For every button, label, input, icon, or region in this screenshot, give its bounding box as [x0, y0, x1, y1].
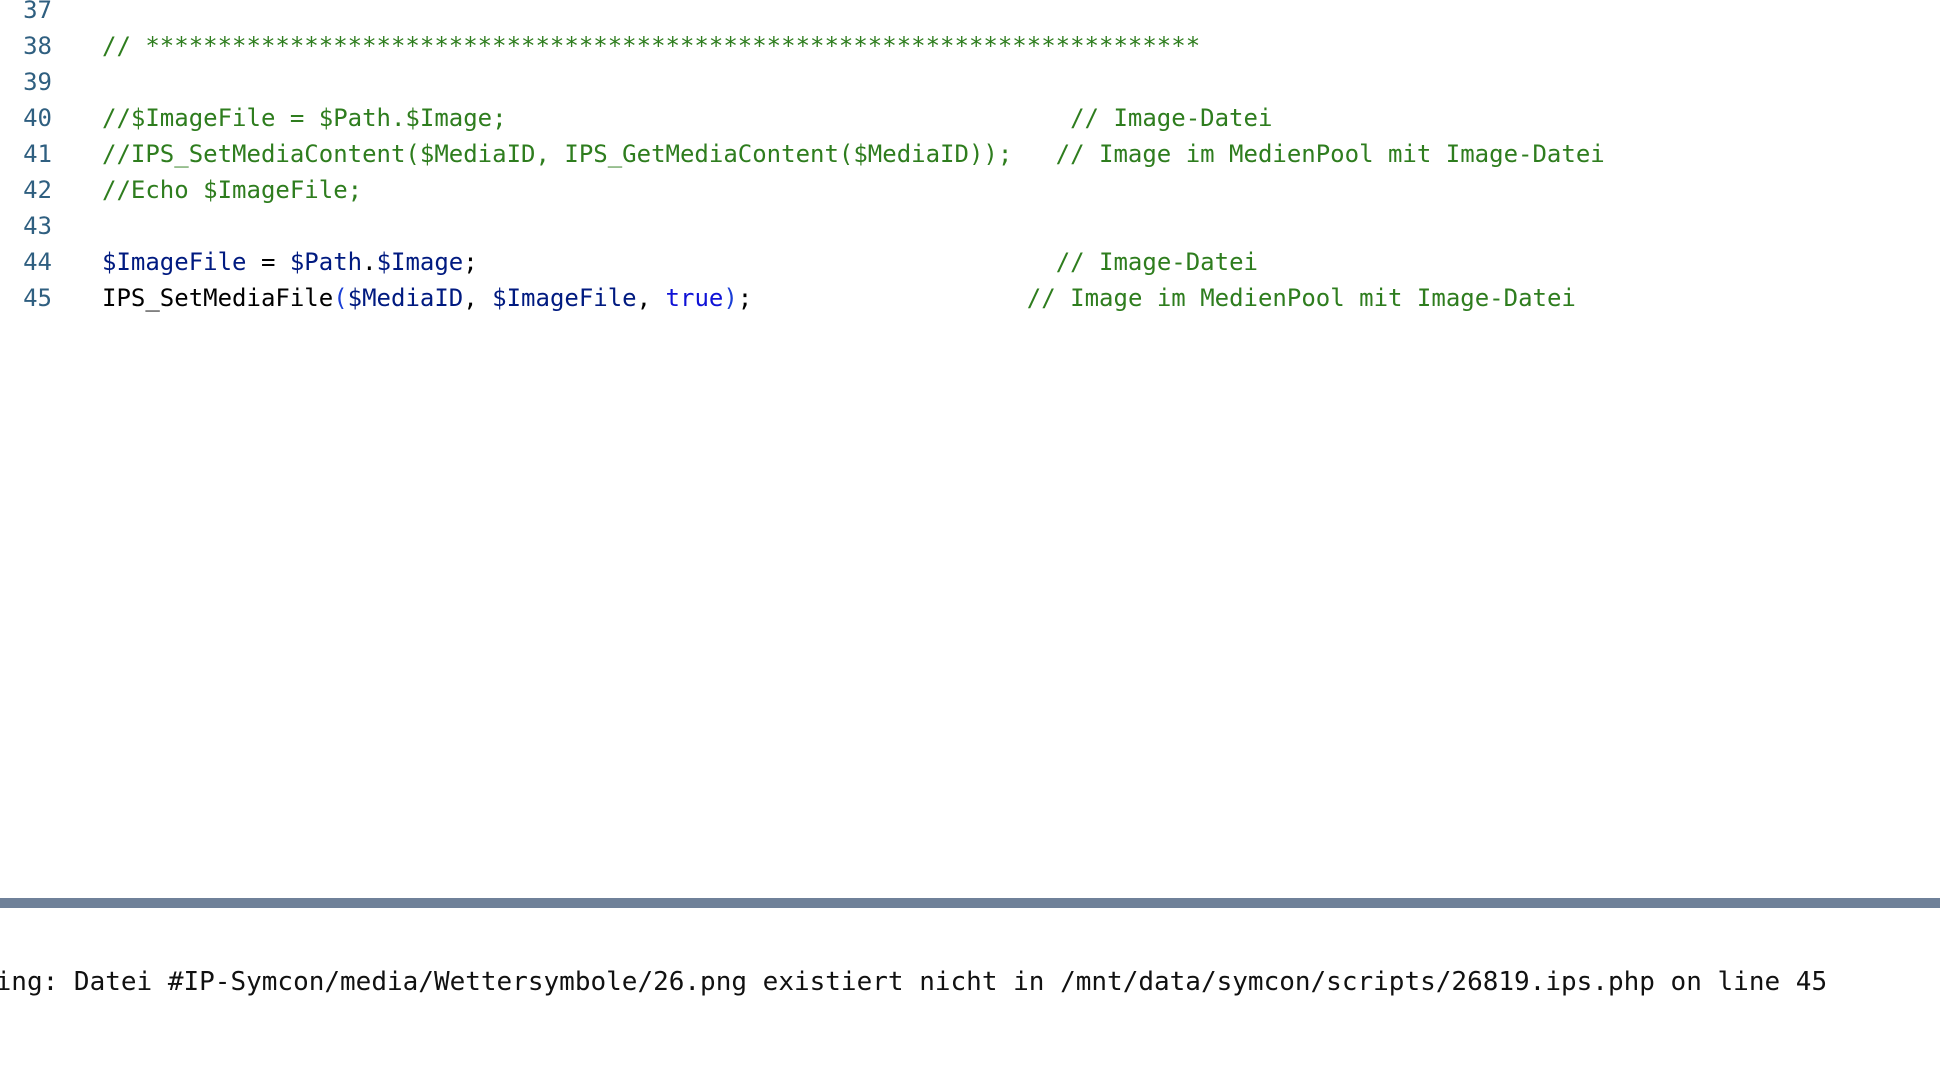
line-code: IPS_SetMediaFile($MediaID, $ImageFile, t… — [102, 280, 1576, 316]
code-token: ( — [333, 284, 348, 312]
code-token: //IPS_SetMediaContent($MediaID, IPS_GetM… — [102, 140, 1605, 168]
code-token: , — [636, 284, 666, 312]
code-token: ) — [723, 284, 738, 312]
line-number: 38 — [23, 32, 52, 60]
code-line[interactable]: 37 — [0, 0, 1940, 28]
code-token: // Image im MedienPool mit Image-Datei — [1026, 284, 1576, 312]
code-line[interactable]: 40 //$ImageFile = $Path.$Image; // Image-… — [0, 100, 1940, 136]
code-token: //Echo $ImageFile; — [102, 176, 363, 204]
line-code: //$ImageFile = $Path.$Image; // Image-Da… — [102, 100, 1272, 136]
line-code: //Echo $ImageFile; — [102, 172, 362, 208]
code-token: . — [362, 248, 377, 276]
code-token: IPS_SetMediaFile — [102, 284, 334, 312]
line-code: //IPS_SetMediaContent($MediaID, IPS_GetM… — [102, 136, 1605, 172]
code-token: $ImageFile — [102, 248, 247, 276]
code-token: , — [463, 284, 493, 312]
code-token: ; — [463, 248, 478, 276]
panel-splitter[interactable] — [0, 898, 1940, 908]
output-message: ning: Datei #IP-Symcon/media/Wettersymbo… — [0, 967, 1828, 997]
line-number: 45 — [23, 284, 52, 312]
code-editor[interactable]: 37 38 // *********************************… — [0, 0, 1940, 898]
code-token: ; — [737, 284, 753, 312]
line-number: 43 — [23, 212, 52, 240]
code-token: = — [246, 248, 290, 276]
code-line[interactable]: 41 //IPS_SetMediaContent($MediaID, IPS_Ge… — [0, 136, 1940, 172]
line-code: // *************************************… — [102, 28, 1200, 64]
code-line[interactable]: 44 $ImageFile = $Path.$Image; // Image-Da… — [0, 244, 1940, 280]
line-number: 42 — [23, 176, 52, 204]
code-token: $MediaID — [347, 284, 464, 312]
code-token: // Image-Datei — [1055, 248, 1258, 276]
code-token — [478, 248, 1056, 276]
code-token: // *************************************… — [102, 32, 1201, 60]
code-line[interactable]: 38 // ***********************************… — [0, 28, 1940, 64]
line-number: 39 — [23, 68, 52, 96]
code-line[interactable]: 43 — [0, 208, 1940, 244]
line-code: $ImageFile = $Path.$Image; // Image-Date… — [102, 244, 1258, 280]
line-number: 37 — [23, 0, 52, 24]
line-number: 40 — [23, 104, 52, 132]
code-token: //$ImageFile = $Path.$Image; // Image-Da… — [102, 104, 1273, 132]
code-line[interactable]: 45 IPS_SetMediaFile($MediaID, $ImageFile,… — [0, 280, 1940, 316]
code-token: $ImageFile — [492, 284, 637, 312]
output-panel: ning: Datei #IP-Symcon/media/Wettersymbo… — [0, 908, 1940, 1078]
line-number: 44 — [23, 248, 52, 276]
code-line[interactable]: 42 //Echo $ImageFile; — [0, 172, 1940, 208]
code-token: true — [665, 284, 724, 312]
code-token: $Path — [289, 248, 363, 276]
code-token — [752, 284, 1027, 312]
line-number: 41 — [23, 140, 52, 168]
code-line[interactable]: 39 — [0, 64, 1940, 100]
code-token: $Image — [376, 248, 464, 276]
